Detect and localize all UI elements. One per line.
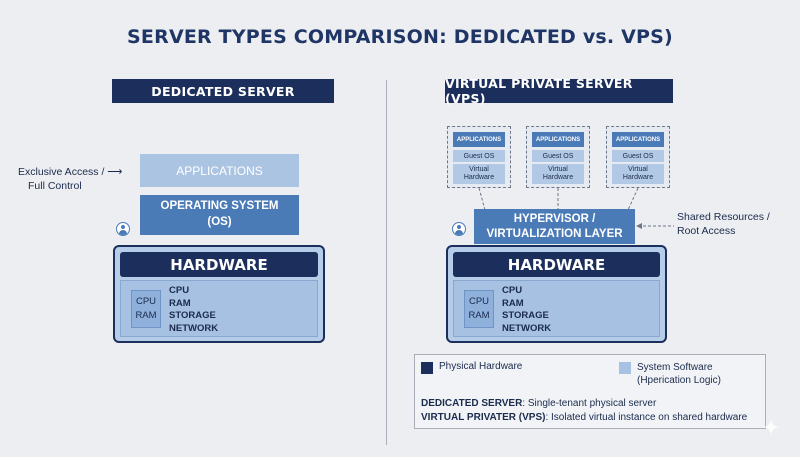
dedicated-header: DEDICATED SERVER	[112, 79, 334, 103]
component-network: NETWORK	[169, 322, 219, 334]
dedicated-os-layer: OPERATING SYSTEM (OS)	[140, 195, 299, 235]
shared-resources-label: Shared Resources / Root Access	[677, 211, 792, 238]
vm-applications: APPLICATIONS	[453, 132, 505, 147]
physical-hardware-swatch	[421, 362, 433, 374]
user-icon	[452, 222, 466, 236]
section-divider	[386, 80, 387, 445]
component-storage: STORAGE	[169, 310, 216, 322]
shared-line-1: Shared Resources /	[677, 211, 770, 223]
definition-dedicated: DEDICATED SERVER: Single-tenant physical…	[421, 398, 656, 409]
user-icon	[116, 222, 130, 236]
vps-hardware-title: HARDWARE	[453, 252, 660, 277]
shared-line-2: Root Access	[677, 224, 736, 237]
component-cpu: CPU	[169, 285, 190, 296]
vm-hw-line-2: Hardware	[622, 174, 654, 181]
dedicated-component-list: CPU RAM STORAGE NETWORK	[169, 285, 218, 335]
component-ram: RAM	[502, 297, 524, 309]
vps-header: VIRTUAL PRIVATE SERVER (VPS)	[445, 76, 673, 106]
hypervisor-layer: HYPERVISOR / VIRTUALIZATION LAYER	[474, 209, 635, 244]
definition-dedicated-text: : Single-tenant physical server	[522, 398, 657, 409]
definition-vps-term: VIRTUAL PRIVATER (VPS)	[421, 412, 546, 423]
os-line-2: (OS)	[207, 216, 232, 228]
chip-ram-label: RAM	[468, 310, 490, 321]
vm-guest-os: Guest OS	[532, 150, 584, 162]
vm-applications: APPLICATIONS	[612, 132, 664, 147]
definition-vps-text: : Isolated virtual instance on shared ha…	[545, 412, 748, 423]
chip-cpu-label: CPU	[468, 295, 490, 307]
access-line-2: Full Control	[28, 179, 82, 192]
legend-box: Physical Hardware System Software (Hperi…	[414, 354, 766, 429]
vm-hw-line-1: Virtual	[548, 165, 568, 173]
definition-dedicated-term: DEDICATED SERVER	[421, 398, 523, 409]
chip-ram-label: RAM	[135, 310, 157, 321]
component-ram: RAM	[169, 297, 191, 309]
access-line-1: Exclusive Access /	[18, 166, 105, 178]
arrow-right-icon: ⟶	[107, 166, 123, 178]
component-cpu: CPU	[502, 285, 523, 296]
cpu-ram-chip: CPU RAM	[131, 290, 161, 328]
definition-vps: VIRTUAL PRIVATER (VPS): Isolated virtual…	[421, 412, 747, 423]
os-line-1: OPERATING SYSTEM	[160, 200, 279, 213]
system-software-swatch	[619, 362, 631, 374]
cpu-ram-chip: CPU RAM	[464, 290, 494, 328]
component-network: NETWORK	[502, 322, 552, 334]
page-title: SERVER TYPES COMPARISON: DEDICATED vs. V…	[127, 26, 673, 48]
component-storage: STORAGE	[502, 310, 549, 322]
vm-hw-line-1: Virtual	[628, 165, 648, 173]
exclusive-access-label: Exclusive Access / ⟶ Full Control	[18, 166, 136, 193]
hypervisor-line-2: VIRTUALIZATION LAYER	[486, 227, 623, 240]
vps-component-list: CPU RAM STORAGE NETWORK	[502, 285, 551, 335]
physical-hardware-label: Physical Hardware	[439, 361, 523, 372]
vm-hw-line-2: Hardware	[463, 174, 495, 181]
sparkle-icon	[762, 418, 780, 436]
system-software-line-2: (Hperication Logic)	[637, 375, 721, 386]
shared-arrow-icon	[636, 223, 674, 229]
system-software-line-1: System Software	[637, 362, 713, 373]
vm-guest-os: Guest OS	[612, 150, 664, 162]
chip-cpu-label: CPU	[135, 295, 157, 307]
vm-hw-line-2: Hardware	[542, 174, 574, 181]
vm-guest-os: Guest OS	[453, 150, 505, 162]
hypervisor-line-1: HYPERVISOR /	[513, 212, 596, 225]
dedicated-applications-layer: APPLICATIONS	[140, 154, 299, 187]
vm-hw-line-1: Virtual	[469, 165, 489, 173]
vm-applications: APPLICATIONS	[532, 132, 584, 147]
dedicated-hardware-title: HARDWARE	[120, 252, 318, 277]
system-software-label: System Software (Hperication Logic)	[637, 361, 721, 387]
vm-connectors	[478, 187, 639, 211]
